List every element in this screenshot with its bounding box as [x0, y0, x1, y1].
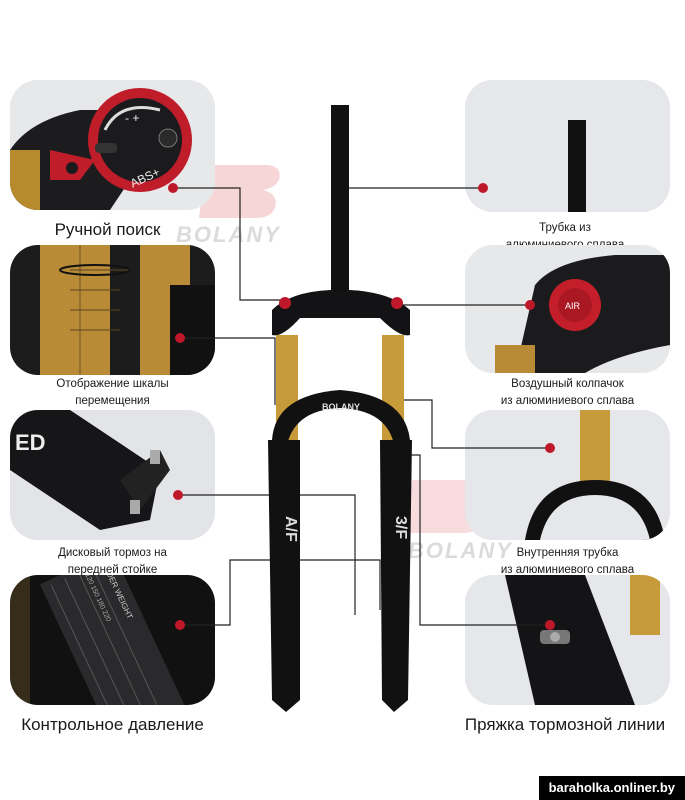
air-cap-marker: [391, 297, 403, 309]
disc-brake-panel: ED: [10, 410, 215, 540]
left-lower-leg: [268, 440, 300, 712]
left-stanchion: [276, 335, 298, 440]
source-footer: baraholka.onliner.by: [538, 776, 685, 800]
svg-text:A/F: A/F: [282, 516, 299, 542]
lockout-knob-panel: - + ABS+: [10, 80, 215, 210]
lockout-knob-marker: [279, 297, 291, 309]
travel-scale-panel: [10, 245, 215, 375]
caption-disc-brake: Дисковый тормоз на передней стойке: [58, 547, 167, 576]
air-cap-label: AIR: [565, 301, 581, 311]
steerer-tube: [331, 105, 349, 295]
pressure-table-panel: RIDER WEIGHT 120 150 180 220: [10, 575, 215, 705]
caption-inner-tube: Внутренняя трубка из алюминиевого сплава: [500, 547, 635, 576]
caption-manual-lockout: Ручной поиск: [54, 220, 161, 239]
brake-line-buckle-panel: [465, 575, 670, 705]
caption-brake-buckle: Пряжка тормозной линии: [464, 715, 666, 734]
caption-travel-scale: Отображение шкалы перемещения: [56, 378, 169, 407]
svg-text:- +: - +: [125, 111, 139, 125]
caption-pressure-control: Контрольное давление: [21, 715, 204, 734]
fork-arch: [272, 390, 410, 450]
inner-tube-panel: [465, 410, 670, 540]
fork-brand-label: BOLANY: [322, 402, 360, 412]
right-stanchion: [382, 335, 404, 440]
air-cap-panel: AIR: [465, 245, 670, 373]
caption-air-cap: Воздушный колпачок из алюминиевого сплав…: [500, 378, 635, 407]
fork-crown: [272, 290, 410, 336]
svg-text:ED: ED: [15, 430, 46, 455]
steerer-tube-panel: [465, 80, 670, 212]
